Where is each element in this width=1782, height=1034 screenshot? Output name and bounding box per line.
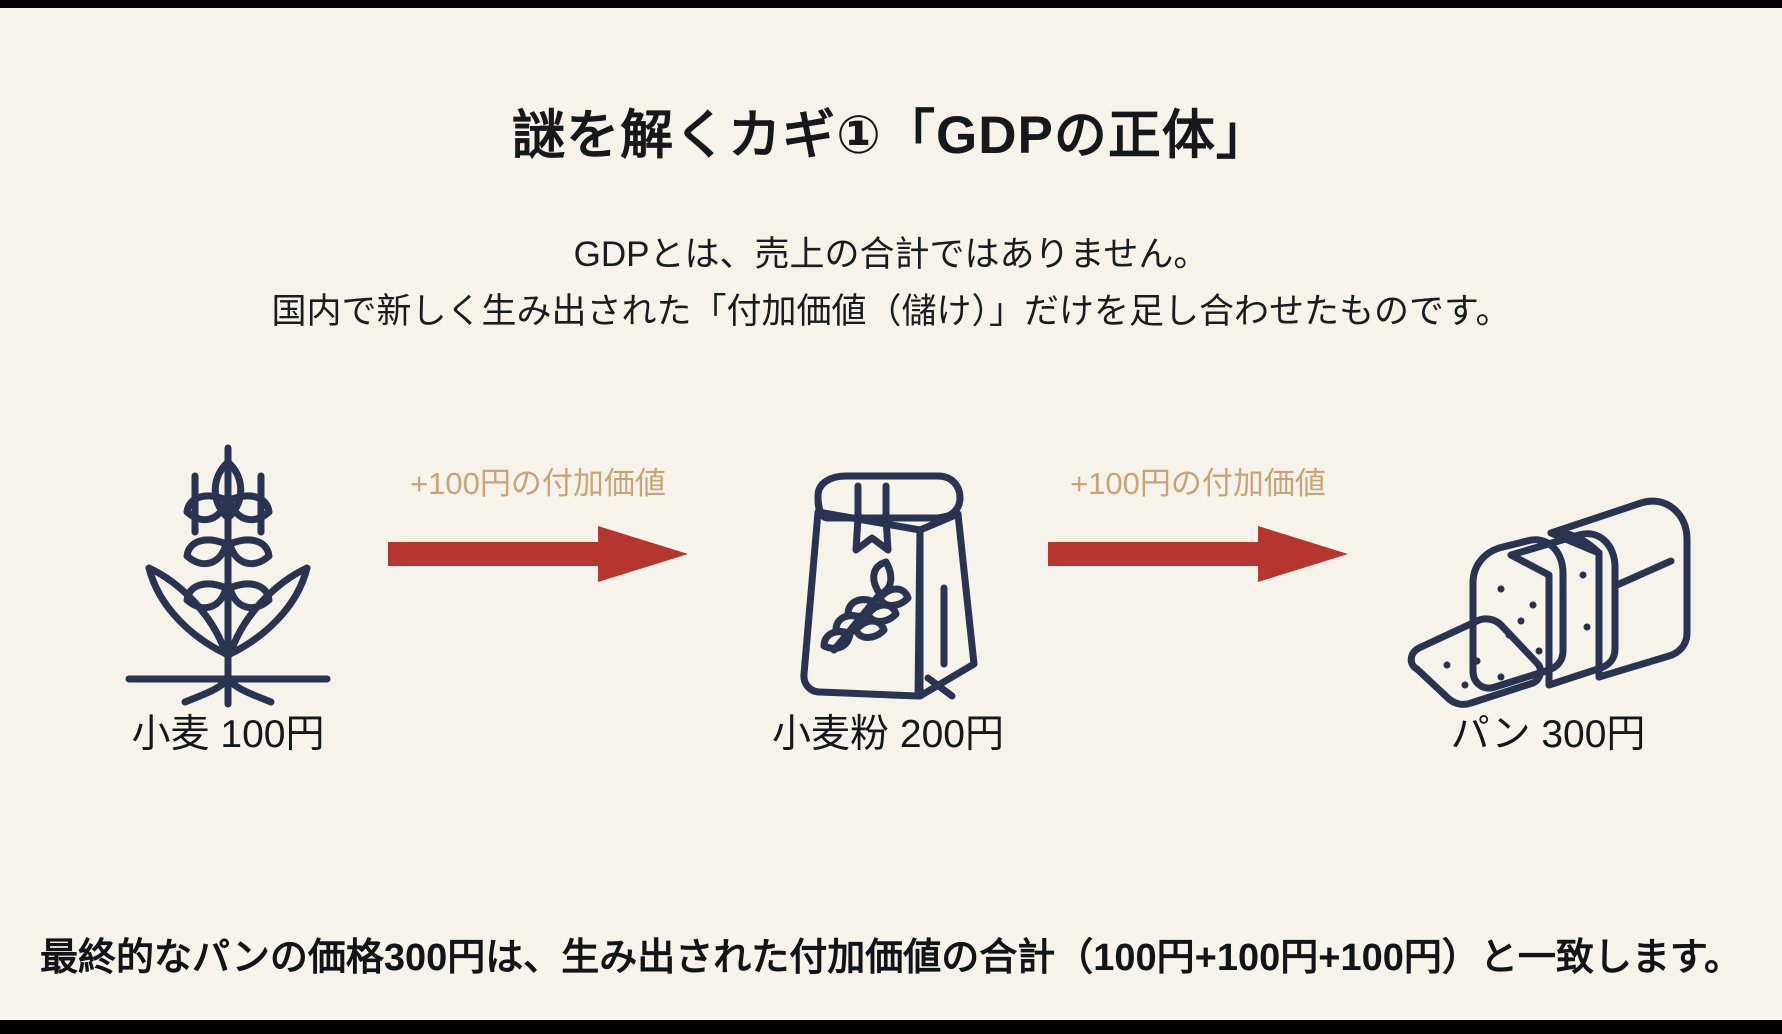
value-chain-flow: +100円の付加価値 xyxy=(0,438,1782,768)
flow-node-bread xyxy=(1398,438,1698,708)
value-added-arrow-1: +100円の付加価値 xyxy=(378,458,698,608)
subtitle-block: GDPとは、売上の合計ではありません。 国内で新しく生み出された「付加価値（儲け… xyxy=(0,226,1782,340)
arrow-caption-2: +100円の付加価値 xyxy=(1070,466,1326,501)
bread-loaf-icon xyxy=(1403,493,1693,708)
flour-bag-icon xyxy=(788,468,988,708)
wheat-plant-icon xyxy=(123,440,333,708)
subtitle-line-2: 国内で新しく生み出された「付加価値（儲け）」だけを足し合わせたものです。 xyxy=(271,292,1511,331)
arrow-right-icon xyxy=(1048,526,1348,582)
letterbox-bar-bottom xyxy=(0,1020,1782,1034)
slide-canvas: 謎を解くカギ①「GDPの正体」 GDPとは、売上の合計ではありません。 国内で新… xyxy=(0,8,1782,1020)
flow-node-flour xyxy=(738,438,1038,708)
flow-node-wheat xyxy=(78,438,378,708)
flow-label-flour: 小麦粉 200円 xyxy=(772,713,1004,756)
subtitle-line-1: GDPとは、売上の合計ではありません。 xyxy=(573,235,1209,274)
value-added-arrow-2: +100円の付加価値 xyxy=(1038,458,1358,608)
arrow-right-icon xyxy=(388,526,688,582)
flow-label-bread: パン 300円 xyxy=(1450,713,1646,756)
conclusion-text: 最終的なパンの価格300円は、生み出された付加価値の合計（100円+100円+1… xyxy=(39,937,1743,979)
flow-label-wheat: 小麦 100円 xyxy=(131,713,325,756)
page-title: 謎を解くカギ①「GDPの正体」 xyxy=(512,106,1270,165)
arrow-caption-1: +100円の付加価値 xyxy=(410,466,666,501)
letterbox-bar-top xyxy=(0,0,1782,8)
